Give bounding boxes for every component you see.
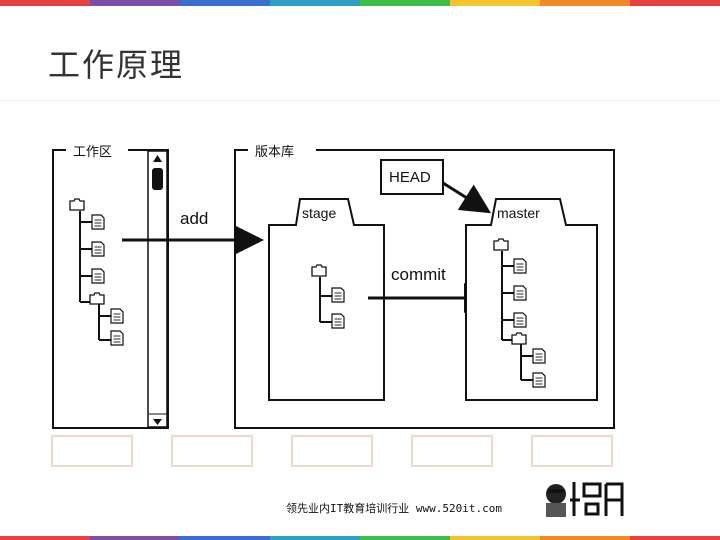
stage-area: stage	[268, 198, 385, 401]
page-title: 工作原理	[48, 46, 185, 84]
brand-logo	[546, 482, 624, 517]
file-icon	[532, 372, 546, 388]
folder-icon	[311, 264, 327, 277]
file-icon	[513, 258, 527, 274]
working-directory-frame: 工作区	[52, 145, 169, 429]
scrollbar[interactable]	[147, 150, 168, 428]
folder-icon	[69, 198, 85, 211]
head-label: HEAD	[389, 169, 431, 186]
working-directory-label: 工作区	[73, 145, 112, 160]
bottom-color-stripe	[0, 536, 720, 540]
file-icon	[91, 214, 105, 230]
footer-slogan: 领先业内IT教育培训行业 www.520it.com	[286, 502, 502, 515]
stage-label: stage	[302, 205, 336, 221]
master-label: master	[497, 205, 540, 221]
repository-frame: 版本库	[234, 144, 615, 429]
file-icon	[532, 348, 546, 364]
file-icon	[91, 268, 105, 284]
scroll-down-arrow-icon	[153, 419, 162, 425]
add-label: add	[180, 209, 208, 228]
file-icon	[110, 330, 124, 346]
folder-icon	[493, 238, 509, 251]
file-icon	[331, 313, 345, 329]
working-file-tree	[69, 198, 124, 346]
watermark-pattern	[51, 435, 613, 467]
title-divider	[0, 100, 720, 101]
commit-label: commit	[391, 265, 446, 284]
file-icon	[91, 241, 105, 257]
master-branch: master	[465, 198, 598, 401]
file-icon	[331, 287, 345, 303]
top-color-stripe	[0, 0, 720, 6]
folder-icon	[511, 332, 527, 345]
scroll-thumb	[152, 168, 163, 190]
file-icon	[110, 308, 124, 324]
head-pointer: HEAD	[380, 159, 492, 214]
file-icon	[513, 285, 527, 301]
folder-icon	[89, 292, 105, 305]
file-icon	[513, 312, 527, 328]
scroll-up-arrow-icon	[153, 155, 162, 162]
add-arrow: add	[122, 209, 264, 255]
repository-label: 版本库	[255, 144, 294, 160]
